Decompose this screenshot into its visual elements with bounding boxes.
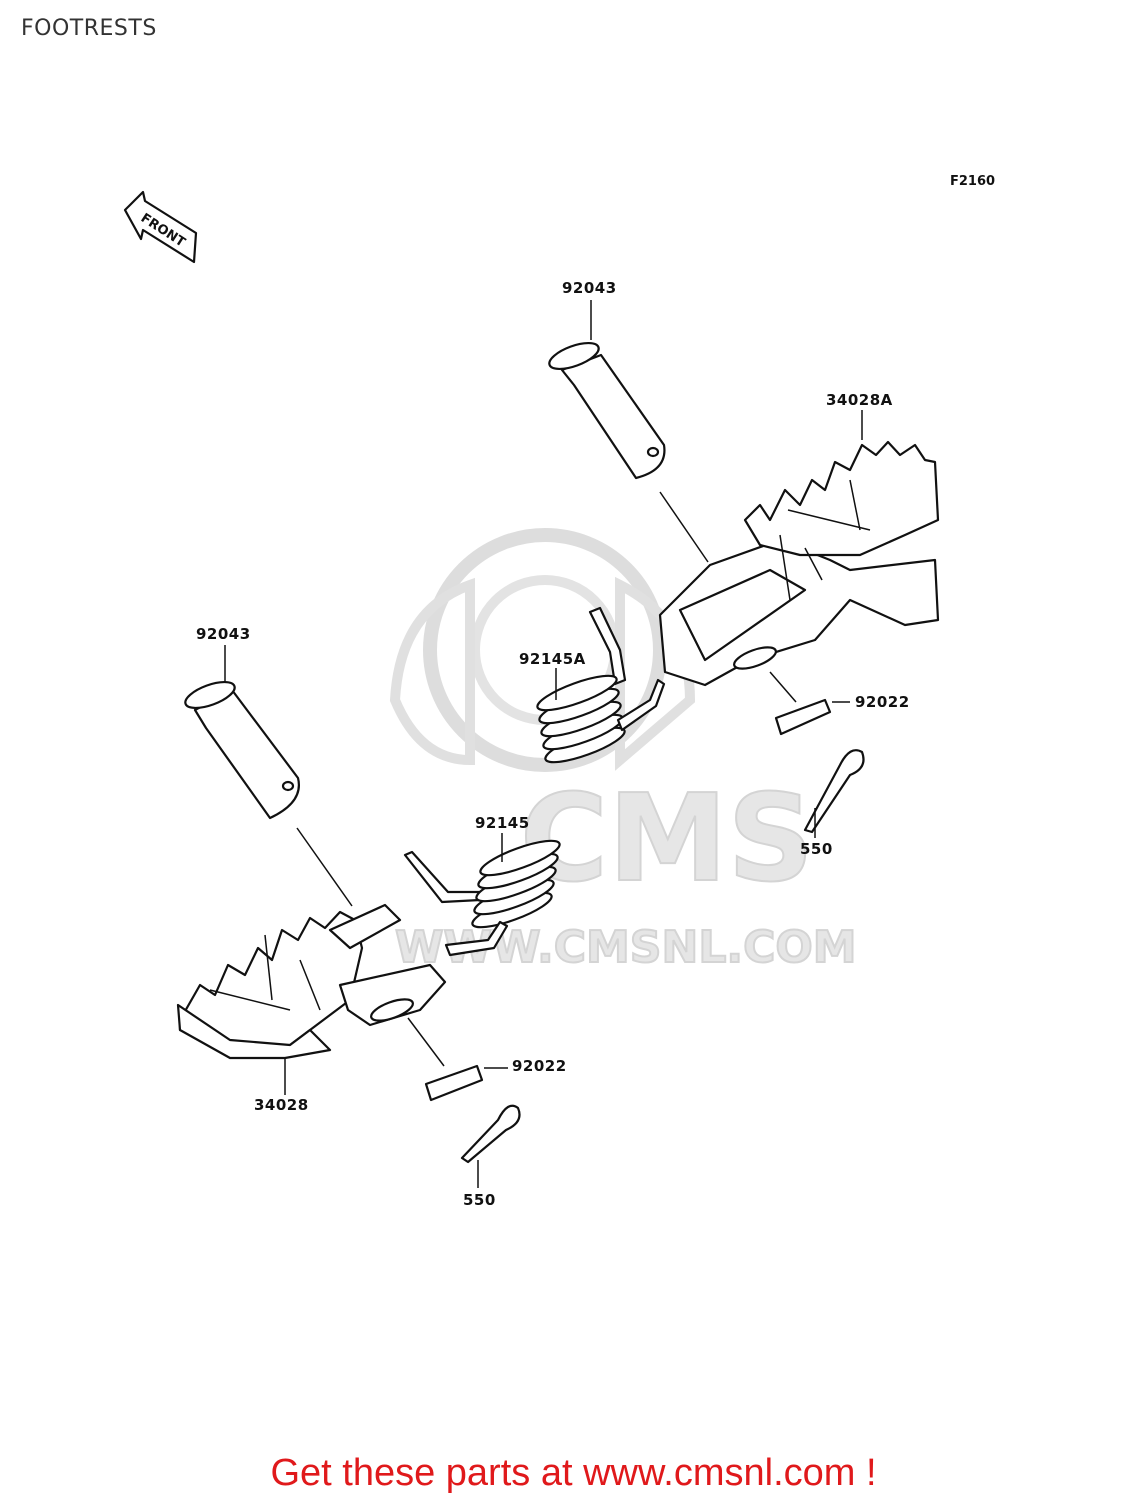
pin-upper xyxy=(548,341,666,480)
label-pin-upper: 92043 xyxy=(562,279,617,297)
footer-cta-link[interactable]: Get these parts at www.cmsnl.com ! xyxy=(270,1452,877,1494)
label-footrest-left: 34028 xyxy=(254,1096,309,1114)
figure-code: F2160 xyxy=(950,174,995,189)
cms-watermark: CMS WWW.CMSNL.COM xyxy=(389,528,858,974)
label-footrest-right: 34028A xyxy=(826,391,893,409)
label-cotter-lower: 550 xyxy=(463,1191,496,1209)
watermark-logo-text: CMS xyxy=(520,770,814,909)
page-title: FOOTRESTS xyxy=(21,16,157,41)
label-washer-upper: 92022 xyxy=(855,693,910,711)
footrest-right xyxy=(658,440,940,687)
cotter-lower xyxy=(460,1104,521,1164)
spring-lower xyxy=(403,839,561,957)
washer-lower xyxy=(424,1064,484,1102)
front-arrow-icon: FRONT xyxy=(123,190,198,264)
footrest-left xyxy=(176,903,447,1060)
watermark-url-text: WWW.CMSNL.COM xyxy=(395,922,857,973)
cotter-upper xyxy=(803,749,865,834)
label-spring-upper: 92145A xyxy=(519,650,586,668)
spring-upper xyxy=(536,606,666,764)
label-pin-lower: 92043 xyxy=(196,625,251,643)
label-cotter-upper: 550 xyxy=(800,840,833,858)
label-spring-lower: 92145 xyxy=(475,814,530,832)
pin-lower xyxy=(184,680,300,820)
washer-upper xyxy=(774,698,832,736)
label-washer-lower: 92022 xyxy=(512,1057,567,1075)
